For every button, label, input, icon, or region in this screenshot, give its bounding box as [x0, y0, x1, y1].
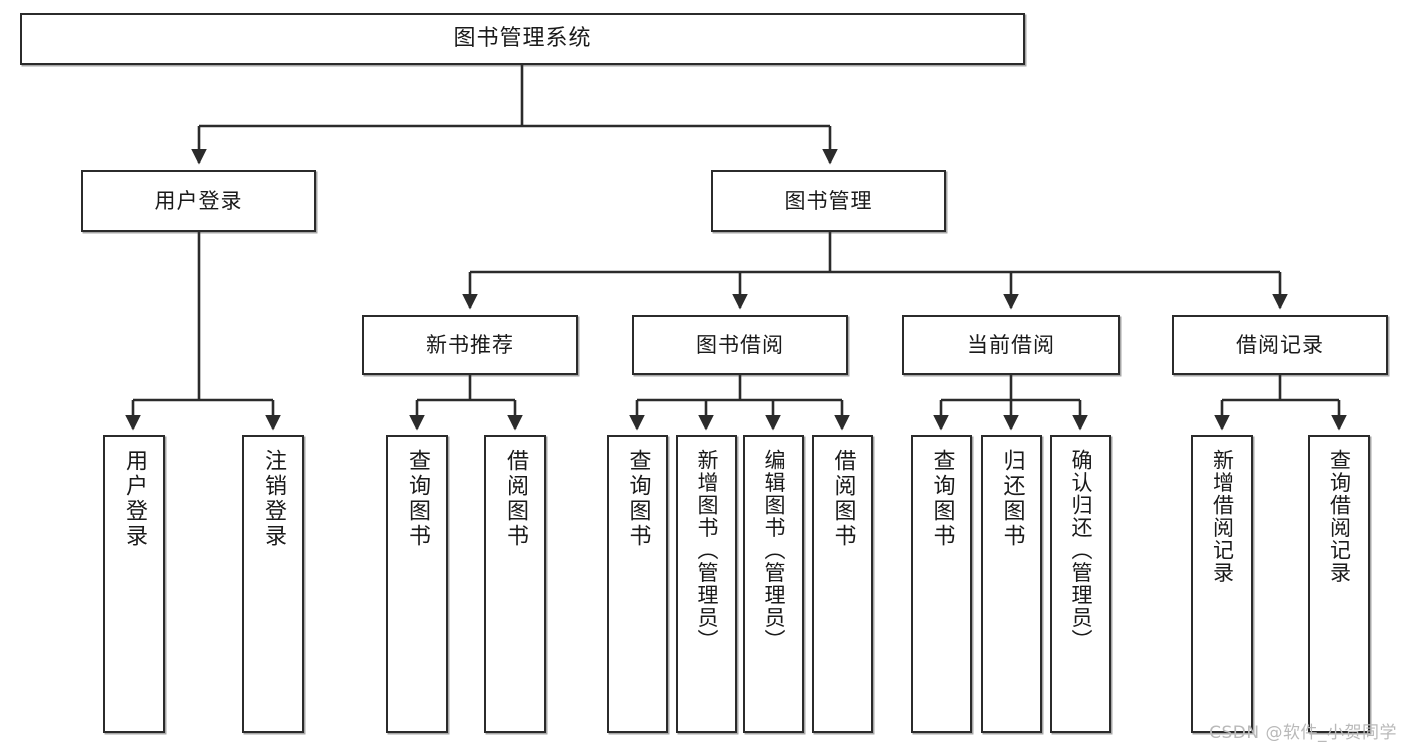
node-current-borrow[interactable]: 当前借阅 — [902, 315, 1120, 375]
csdn-watermark: CSDN @软件_小贺同学 — [1209, 723, 1397, 743]
leaf-edit-book-admin[interactable]: 编辑图书（管理员） — [743, 435, 804, 733]
node-book-borrow[interactable]: 图书借阅 — [632, 315, 848, 375]
node-label: 查询图书 — [929, 449, 955, 549]
node-label: 新书推荐 — [426, 332, 514, 357]
leaf-query-book-recommend[interactable]: 查询图书 — [386, 435, 448, 733]
node-label: 用户登录 — [154, 188, 243, 213]
node-label: 查询图书 — [625, 449, 651, 549]
node-label: 注销登录 — [261, 449, 286, 549]
node-new-book-recommend[interactable]: 新书推荐 — [362, 315, 578, 375]
leaf-borrow-book-recommend[interactable]: 借阅图书 — [484, 435, 546, 733]
node-book-management[interactable]: 图书管理 — [711, 170, 946, 232]
leaf-return-book[interactable]: 归还图书 — [981, 435, 1042, 733]
leaf-query-book-current[interactable]: 查询图书 — [911, 435, 972, 733]
leaf-add-borrow-record[interactable]: 新增借阅记录 — [1191, 435, 1253, 733]
node-label: 当前借阅 — [967, 332, 1055, 357]
node-label: 确认归还（管理员） — [1069, 449, 1093, 652]
leaf-logout[interactable]: 注销登录 — [242, 435, 304, 733]
node-label: 用户登录 — [122, 449, 147, 549]
leaf-query-book-borrow[interactable]: 查询图书 — [607, 435, 668, 733]
node-root-system[interactable]: 图书管理系统 — [20, 13, 1025, 65]
node-label: 编辑图书（管理员） — [762, 449, 786, 652]
leaf-query-borrow-record[interactable]: 查询借阅记录 — [1308, 435, 1370, 733]
node-label: 查询图书 — [405, 449, 430, 549]
node-label: 归还图书 — [999, 449, 1025, 549]
node-label: 新增借阅记录 — [1210, 449, 1235, 584]
node-label: 图书管理 — [784, 188, 873, 213]
node-label: 图书管理系统 — [453, 26, 592, 52]
node-label: 图书借阅 — [696, 332, 784, 357]
node-label: 新增图书（管理员） — [695, 449, 719, 652]
node-borrow-records[interactable]: 借阅记录 — [1172, 315, 1388, 375]
leaf-add-book-admin[interactable]: 新增图书（管理员） — [676, 435, 737, 733]
node-label: 查询借阅记录 — [1327, 449, 1352, 584]
node-label: 借阅记录 — [1236, 332, 1324, 357]
node-label: 借阅图书 — [830, 449, 856, 549]
node-label: 借阅图书 — [503, 449, 528, 549]
node-user-login[interactable]: 用户登录 — [81, 170, 316, 232]
leaf-confirm-return-admin[interactable]: 确认归还（管理员） — [1050, 435, 1111, 733]
leaf-borrow-book[interactable]: 借阅图书 — [812, 435, 873, 733]
leaf-user-login[interactable]: 用户登录 — [103, 435, 165, 733]
